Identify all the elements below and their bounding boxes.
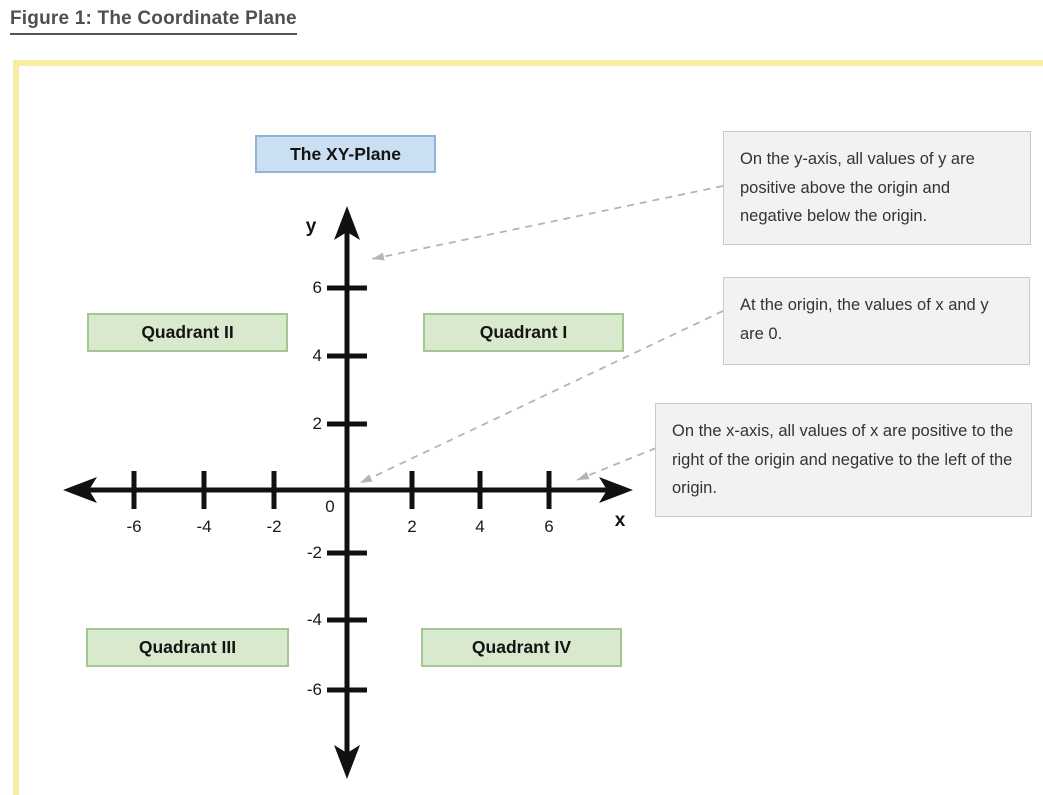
y-tick-label-2: 2 [312, 414, 322, 433]
y-tick-label-neg2: -2 [306, 543, 322, 562]
x-tick-label-6: 6 [544, 517, 554, 536]
callout-arrow-to-y-axis [371, 185, 724, 261]
annotation-origin: At the origin, the values of x and y are… [723, 277, 1030, 365]
quadrant-1-label: Quadrant I [423, 313, 624, 352]
figure-title: Figure 1: The Coordinate Plane [10, 8, 297, 35]
x-axis-label: x [614, 510, 626, 531]
y-tick-label-neg4: -4 [306, 610, 322, 629]
xy-plane-title-box: The XY-Plane [255, 135, 436, 173]
axes [63, 206, 633, 779]
x-tick-label-neg4: -4 [196, 517, 212, 536]
x-tick-label-2: 2 [407, 517, 417, 536]
y-tick-label-neg6: -6 [306, 680, 322, 699]
axis-arrowheads [63, 206, 633, 779]
quadrant-4-label: Quadrant IV [421, 628, 622, 667]
annotation-y-axis: On the y-axis, all values of y are posit… [723, 131, 1031, 245]
y-axis-top-arrowhead [334, 206, 360, 240]
y-tick-label-4: 4 [312, 346, 322, 365]
x-tick-label-neg6: -6 [126, 517, 142, 536]
y-axis-ticks [327, 285, 367, 693]
x-tick-label-neg2: -2 [266, 517, 282, 536]
callout-arrow-to-origin [359, 310, 724, 484]
y-axis-label: y [305, 216, 317, 237]
callout-arrows [359, 185, 724, 484]
quadrant-2-label: Quadrant II [87, 313, 288, 352]
x-axis-left-arrowhead [63, 477, 97, 503]
callout-arrow-to-x-axis [576, 447, 657, 481]
x-axis-right-arrowhead [599, 477, 633, 503]
quadrant-3-label: Quadrant III [86, 628, 289, 667]
annotation-x-axis: On the x-axis, all values of x are posit… [655, 403, 1032, 517]
y-axis-bottom-arrowhead [334, 745, 360, 779]
origin-tick-label: 0 [325, 497, 335, 516]
x-axis-ticks [131, 471, 552, 509]
x-tick-label-4: 4 [475, 517, 485, 536]
y-tick-label-6: 6 [312, 278, 322, 297]
